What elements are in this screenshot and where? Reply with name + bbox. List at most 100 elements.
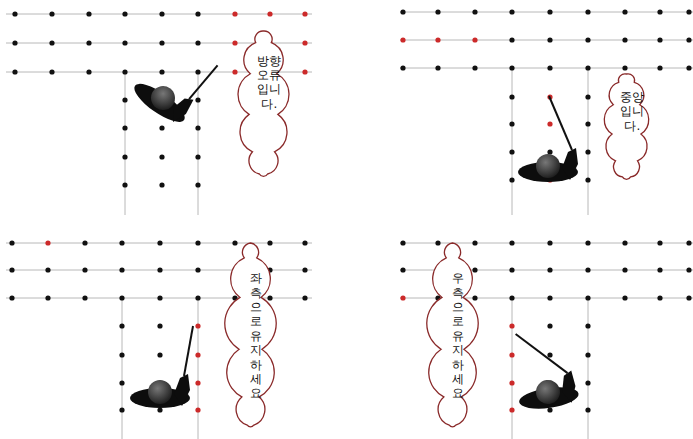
guide-dot <box>195 407 200 412</box>
guide-dot <box>122 97 127 102</box>
grid-line <box>400 243 693 244</box>
grid-line <box>400 40 693 41</box>
guide-dot <box>509 407 514 412</box>
grid-panel <box>6 240 312 439</box>
person-figure <box>129 33 221 128</box>
guide-dot <box>159 40 164 45</box>
guide-dot <box>585 65 590 70</box>
guide-dot <box>585 177 590 182</box>
guide-dot <box>86 69 91 74</box>
guide-dot <box>159 154 164 159</box>
guide-dot <box>657 65 662 70</box>
corridor-line <box>198 298 199 439</box>
white-cane <box>184 326 193 376</box>
guide-dot <box>509 121 514 126</box>
guide-dot <box>157 323 162 328</box>
guide-dot <box>232 240 237 245</box>
tactile-grid <box>6 9 693 439</box>
speech-cloud: 중앙 입니다. <box>606 68 647 185</box>
cloud-shape <box>604 73 648 178</box>
guide-dot <box>686 295 691 300</box>
guide-dot <box>622 37 627 42</box>
guide-dot <box>585 380 590 385</box>
guide-dot <box>509 352 514 357</box>
guide-dot <box>686 65 691 70</box>
guide-dot <box>12 11 17 16</box>
grid-line <box>400 68 693 69</box>
guide-dot <box>509 323 514 328</box>
head <box>148 380 172 404</box>
guide-dot <box>547 323 552 328</box>
guide-dot <box>119 240 124 245</box>
cloud-text: 우측으로 유지하세요 <box>446 271 470 401</box>
guide-dot <box>622 295 627 300</box>
corridor-line <box>512 68 513 215</box>
white-cane <box>516 328 568 380</box>
guide-dot <box>195 240 200 245</box>
guide-dot <box>657 9 662 14</box>
guide-dot <box>509 9 514 14</box>
guide-dot <box>195 323 200 328</box>
guide-dot <box>49 11 54 16</box>
guide-dot <box>472 9 477 14</box>
guide-dot <box>585 94 590 99</box>
guide-dot <box>82 240 87 245</box>
guide-dot <box>585 121 590 126</box>
guide-dot <box>119 323 124 328</box>
guide-dot <box>400 37 405 42</box>
guide-dot <box>547 9 552 14</box>
grid-panel <box>400 240 693 439</box>
person-figure <box>518 96 578 182</box>
guide-dot <box>622 267 627 272</box>
guide-dot <box>686 267 691 272</box>
guide-dot <box>400 267 405 272</box>
guide-dot <box>472 295 477 300</box>
guide-dot <box>547 149 552 154</box>
head <box>534 378 561 405</box>
guide-dot <box>157 295 162 300</box>
guide-dot <box>686 37 691 42</box>
guide-dot <box>509 240 514 245</box>
guide-dot <box>509 149 514 154</box>
guide-dot <box>547 295 552 300</box>
head <box>146 81 179 114</box>
grid-panel <box>400 9 693 215</box>
guide-dot <box>119 267 124 272</box>
head <box>536 154 560 178</box>
person-figure <box>510 326 580 412</box>
guide-dot <box>472 65 477 70</box>
guide-dot <box>195 69 200 74</box>
guide-dot <box>159 11 164 16</box>
guide-dot <box>267 11 272 16</box>
guide-dot <box>45 295 50 300</box>
guide-dot <box>49 40 54 45</box>
guide-dot <box>585 9 590 14</box>
guide-dot <box>122 69 127 74</box>
corridor-line <box>588 68 589 215</box>
guide-dot <box>157 267 162 272</box>
guide-dot <box>547 65 552 70</box>
speech-cloud: 방향 오류 입니다. <box>243 25 284 183</box>
guide-dot <box>119 407 124 412</box>
guide-dot <box>302 267 307 272</box>
guide-dot <box>195 380 200 385</box>
guide-dot <box>195 40 200 45</box>
guide-dot <box>302 240 307 245</box>
guide-dot <box>302 11 307 16</box>
white-cane <box>549 96 572 150</box>
guide-dot <box>509 65 514 70</box>
guide-dot <box>122 125 127 130</box>
guide-dot <box>509 295 514 300</box>
guide-dot <box>195 295 200 300</box>
guide-dot <box>45 240 50 245</box>
guide-dot <box>585 240 590 245</box>
guide-dot <box>82 267 87 272</box>
guide-dot <box>585 149 590 154</box>
speech-cloud: 우측으로 유지하세요 <box>435 237 470 435</box>
guide-dot <box>82 295 87 300</box>
corridor-line <box>588 298 589 439</box>
guide-dot <box>435 240 440 245</box>
guide-dot <box>159 182 164 187</box>
guide-dot <box>119 295 124 300</box>
